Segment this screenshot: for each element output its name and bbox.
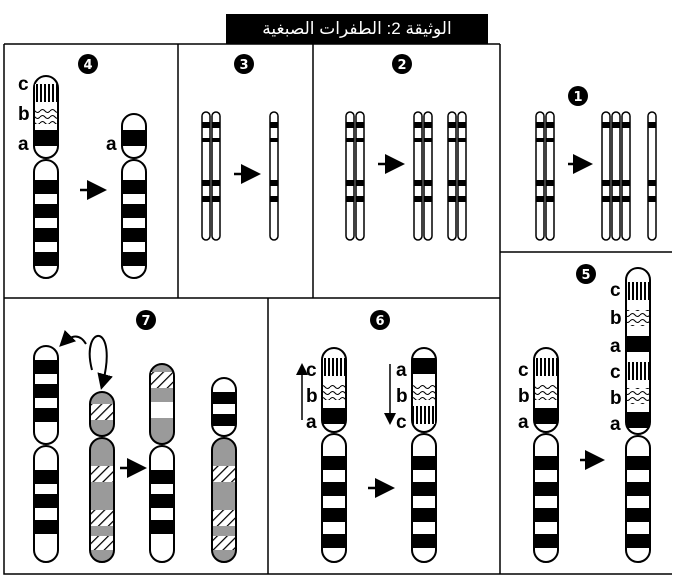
panel-6: 6 c b a a b c <box>302 310 436 562</box>
chromosome-original <box>534 348 558 562</box>
chromosome-pair-copy-1 <box>414 112 432 240</box>
chromosome-1-original <box>34 346 58 562</box>
label-b-dup: b <box>610 388 622 409</box>
chromosome-pair <box>202 112 220 240</box>
label-b: b <box>518 386 530 407</box>
label-a-dup: a <box>610 414 621 435</box>
label-b: b <box>306 386 318 407</box>
number-badge-icon: 6 <box>370 310 390 330</box>
chromosome-single <box>270 112 278 240</box>
label-a: a <box>306 412 317 433</box>
label-a-after: a <box>396 360 407 381</box>
panel-4: 4 c b a a <box>18 54 146 278</box>
number-badge-icon: 5 <box>576 264 596 284</box>
chromosome-pair-copy-2 <box>448 112 466 240</box>
number-badge-icon: 4 <box>78 54 98 74</box>
label-a: a <box>18 134 29 155</box>
document-title: الوثيقة 2: الطفرات الصبغية <box>226 14 488 44</box>
chromosome-pair-original <box>346 112 364 240</box>
chromosome-original <box>322 348 346 562</box>
panel-2: 2 <box>346 54 466 240</box>
chromosome-original <box>34 76 58 278</box>
number-badge-icon: 3 <box>234 54 254 74</box>
number-badge-icon: 2 <box>392 54 412 74</box>
panel-number: 3 <box>239 58 248 73</box>
panel-number: 6 <box>375 314 384 329</box>
panel-3: 3 <box>202 54 278 240</box>
curved-arrow-icon <box>62 336 107 386</box>
panel-number: 5 <box>581 268 590 283</box>
label-b-after: b <box>610 308 622 329</box>
chromosome-2-translocated <box>212 378 236 562</box>
chromosome-trio <box>602 112 630 240</box>
label-a-after: a <box>610 336 621 357</box>
panel-number: 2 <box>397 58 406 73</box>
chromosome-inverted <box>412 348 436 562</box>
number-badge-icon: 7 <box>136 310 156 330</box>
chromosome-1-translocated <box>150 364 174 562</box>
panel-1: 1 <box>536 86 656 240</box>
chromosome-pair-original <box>536 112 554 240</box>
label-b: b <box>18 104 30 125</box>
label-b-after: b <box>396 386 408 407</box>
panel-number: 4 <box>83 58 92 73</box>
number-badge-icon: 1 <box>568 86 588 106</box>
label-c: c <box>306 360 317 381</box>
label-c-dup: c <box>610 362 621 383</box>
label-a: a <box>518 412 529 433</box>
label-c: c <box>18 74 29 95</box>
panel-number: 1 <box>573 90 582 105</box>
label-c: c <box>518 360 529 381</box>
label-a-after: a <box>106 134 117 155</box>
label-c-after: c <box>396 412 407 433</box>
panel-7: 7 <box>34 310 236 562</box>
panel-number: 7 <box>141 314 150 329</box>
chromosome-single <box>648 112 656 240</box>
chromosome-2-original <box>90 392 114 562</box>
panel-5: 5 c b a c b a c b a <box>518 264 650 562</box>
label-c-after: c <box>610 280 621 301</box>
chromosome-duplicated <box>626 268 650 562</box>
chromosome-deleted <box>122 114 146 278</box>
